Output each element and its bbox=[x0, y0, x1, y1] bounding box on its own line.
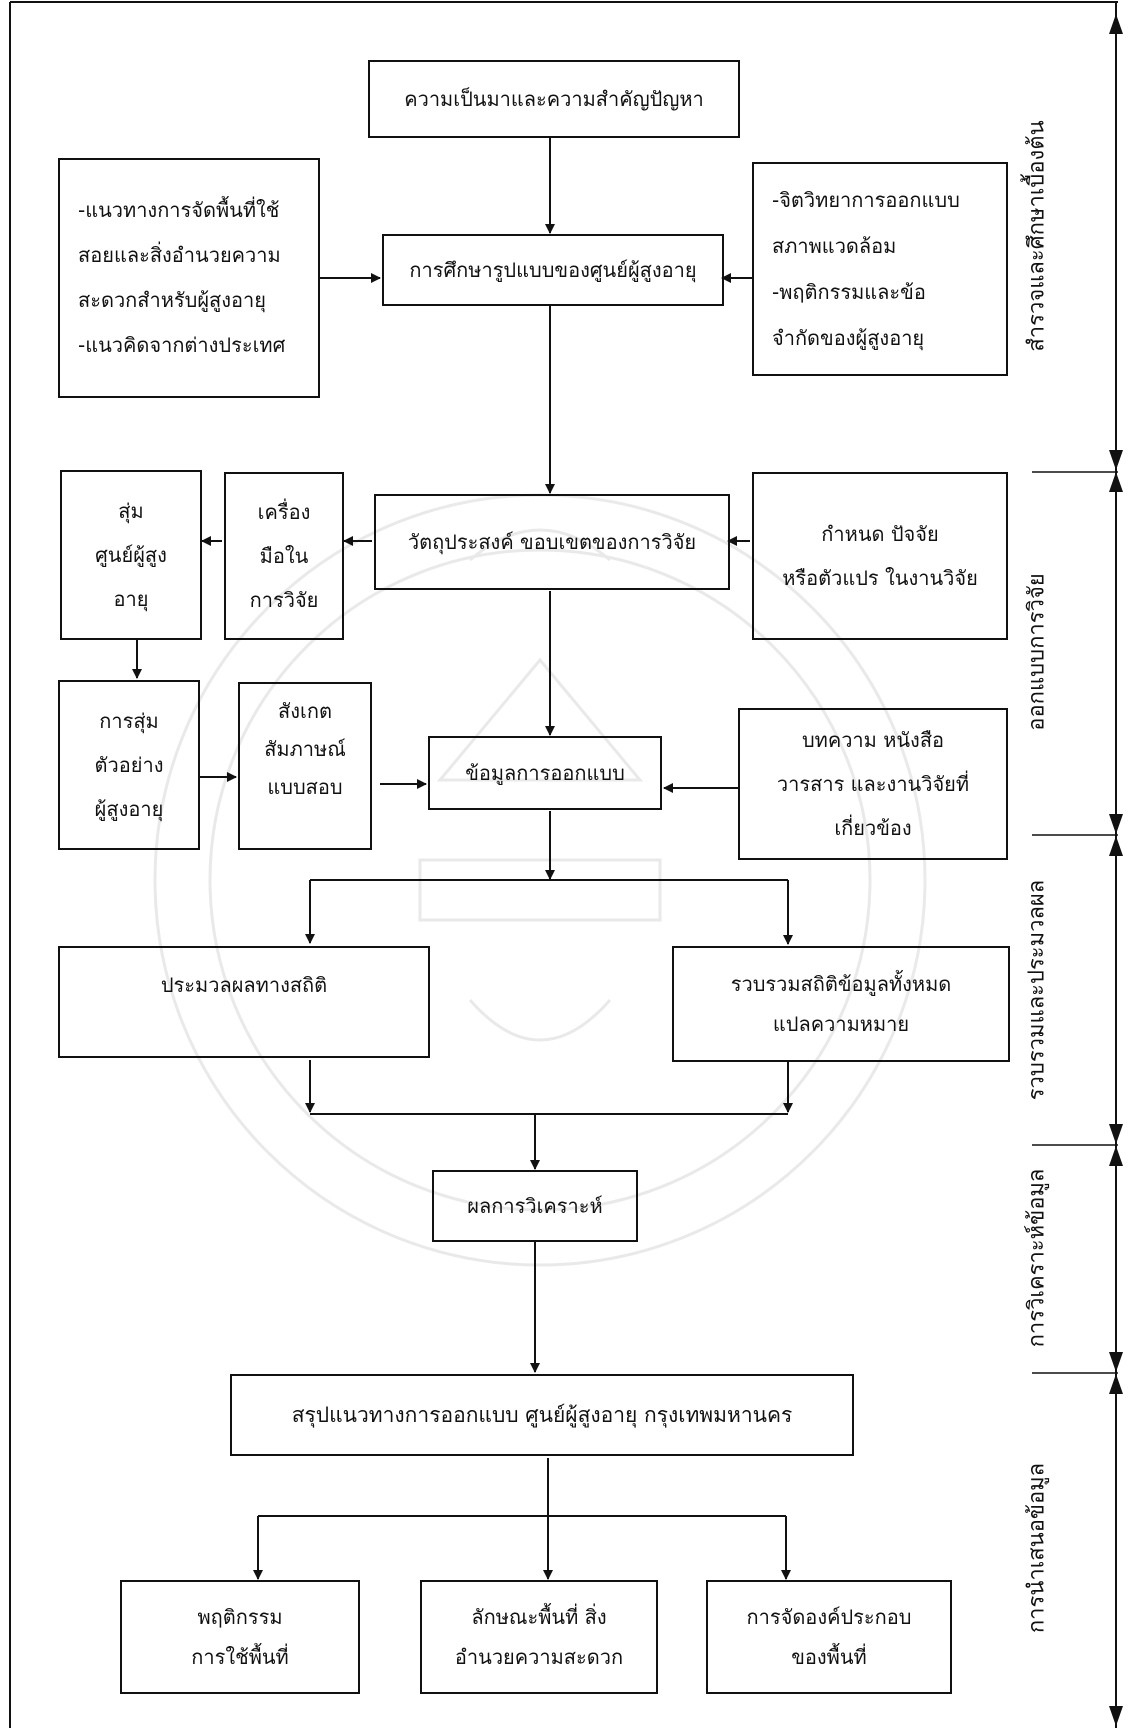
tools-line-2: มือใน bbox=[259, 544, 309, 568]
box-collect-all: รวบรวมสถิติข้อมูลทั้งหมด แปลความหมาย bbox=[672, 946, 1010, 1062]
tools-line-1: เครื่อง bbox=[257, 500, 311, 524]
sample-elderly-line-3: ผู้สูงอายุ bbox=[94, 797, 164, 821]
collect-all-line-2: แปลความหมาย bbox=[772, 1012, 910, 1036]
sample-elderly-line-2: ตัวอย่าง bbox=[94, 753, 164, 777]
box-methods: สังเกต สัมภาษณ์ แบบสอบ bbox=[238, 682, 372, 850]
box-analysis-result-text: ผลการวิเคราะห์ bbox=[467, 1193, 603, 1218]
facilities-line-4: -แนวคิดจากต่างประเทศ bbox=[78, 333, 286, 357]
psychology-line-4: จำกัดของผู้สูงอายุ bbox=[772, 326, 925, 350]
box-components: การจัดองค์ประกอบ ของพื้นที่ bbox=[706, 1580, 952, 1694]
stage-label-collect-process: รวบรวมและประมวลผล bbox=[1024, 879, 1050, 1101]
box-sample-elderly: การสุ่ม ตัวอย่าง ผู้สูงอายุ bbox=[58, 680, 200, 850]
literature-line-1: บทความ หนังสือ bbox=[801, 728, 945, 752]
sample-elderly-line-1: การสุ่ม bbox=[99, 709, 159, 733]
box-study-pattern-text: การศึกษารูปแบบของศูนย์ผู้สูงอายุ bbox=[409, 257, 697, 282]
stage-label-survey: สำรวจและศึกษาเบื้องต้น bbox=[1024, 120, 1050, 352]
box-summary: สรุปแนวทางการออกแบบ ศูนย์ผู้สูงอายุ กรุง… bbox=[230, 1374, 854, 1456]
box-behavior: พฤติกรรม การใช้พื้นที่ bbox=[120, 1580, 360, 1694]
components-line-1: การจัดองค์ประกอบ bbox=[746, 1605, 912, 1629]
box-background-text: ความเป็นมาและความสำคัญปัญหา bbox=[404, 86, 704, 111]
literature-line-2: วารสาร และงานวิจัยที่ bbox=[776, 772, 970, 796]
sample-center-line-1: สุ่ม bbox=[118, 499, 144, 523]
box-facilities: -แนวทางการจัดพื้นที่ใช้ สอยและสิ่งอำนวยค… bbox=[58, 158, 320, 398]
factors-line-1: กำหนด ปัจจัย bbox=[821, 522, 939, 546]
facilities-line-3: สะดวกสำหรับผู้สูงอายุ bbox=[78, 288, 266, 312]
box-stat-process: ประมวลผลทางสถิติ bbox=[58, 946, 430, 1058]
space-character-line-1: ลักษณะพื้นที่ สิ่ง bbox=[471, 1605, 607, 1629]
stage-label-analysis: การวิเคราะห์ข้อมูล bbox=[1024, 1168, 1050, 1348]
box-factors: กำหนด ปัจจัย หรือตัวแปร ในงานวิจัย bbox=[752, 472, 1008, 640]
box-tools: เครื่อง มือใน การวิจัย bbox=[224, 472, 344, 640]
methods-line-3: แบบสอบ bbox=[267, 775, 343, 799]
psychology-line-3: -พฤติกรรมและข้อ bbox=[772, 280, 926, 304]
facilities-line-1: -แนวทางการจัดพื้นที่ใช้ bbox=[78, 198, 280, 222]
factors-line-2: หรือตัวแปร ในงานวิจัย bbox=[782, 566, 978, 590]
psychology-line-2: สภาพแวดล้อม bbox=[772, 234, 897, 258]
sample-center-line-3: อายุ bbox=[113, 587, 149, 611]
methods-line-1: สังเกต bbox=[278, 699, 332, 723]
box-design-data-text: ข้อมูลการออกแบบ bbox=[465, 760, 625, 785]
stage-label-presentation: การนำเสนอข้อมูล bbox=[1024, 1462, 1050, 1634]
box-sample-center: สุ่ม ศูนย์ผู้สูง อายุ bbox=[60, 470, 202, 640]
tools-line-3: การวิจัย bbox=[249, 588, 319, 612]
literature-line-3: เกี่ยวข้อง bbox=[834, 816, 912, 840]
behavior-line-1: พฤติกรรม bbox=[197, 1605, 283, 1629]
box-analysis-result: ผลการวิเคราะห์ bbox=[432, 1170, 638, 1242]
box-stat-process-text: ประมวลผลทางสถิติ bbox=[160, 973, 328, 997]
box-literature: บทความ หนังสือ วารสาร และงานวิจัยที่ เกี… bbox=[738, 708, 1008, 860]
box-background: ความเป็นมาและความสำคัญปัญหา bbox=[368, 60, 740, 138]
box-study-pattern: การศึกษารูปแบบของศูนย์ผู้สูงอายุ bbox=[382, 234, 724, 306]
components-line-2: ของพื้นที่ bbox=[791, 1645, 867, 1669]
behavior-line-2: การใช้พื้นที่ bbox=[191, 1645, 289, 1669]
box-objective: วัตถุประสงค์ ขอบเขตของการวิจัย bbox=[374, 494, 730, 590]
box-design-data: ข้อมูลการออกแบบ bbox=[428, 736, 662, 810]
box-psychology: -จิตวิทยาการออกแบบ สภาพแวดล้อม -พฤติกรรม… bbox=[752, 162, 1008, 376]
space-character-line-2: อำนวยความสะดวก bbox=[454, 1645, 624, 1669]
box-objective-text: วัตถุประสงค์ ขอบเขตของการวิจัย bbox=[407, 529, 697, 554]
box-summary-text: สรุปแนวทางการออกแบบ ศูนย์ผู้สูงอายุ กรุง… bbox=[291, 1402, 793, 1427]
stage-label-research-design: ออกแบบการวิจัย bbox=[1024, 573, 1050, 731]
methods-line-2: สัมภาษณ์ bbox=[264, 737, 346, 761]
box-space-character: ลักษณะพื้นที่ สิ่ง อำนวยความสะดวก bbox=[420, 1580, 658, 1694]
collect-all-line-1: รวบรวมสถิติข้อมูลทั้งหมด bbox=[730, 972, 952, 996]
facilities-line-2: สอยและสิ่งอำนวยความ bbox=[78, 243, 281, 267]
sample-center-line-2: ศูนย์ผู้สูง bbox=[95, 543, 167, 567]
psychology-line-1: -จิตวิทยาการออกแบบ bbox=[772, 188, 960, 212]
